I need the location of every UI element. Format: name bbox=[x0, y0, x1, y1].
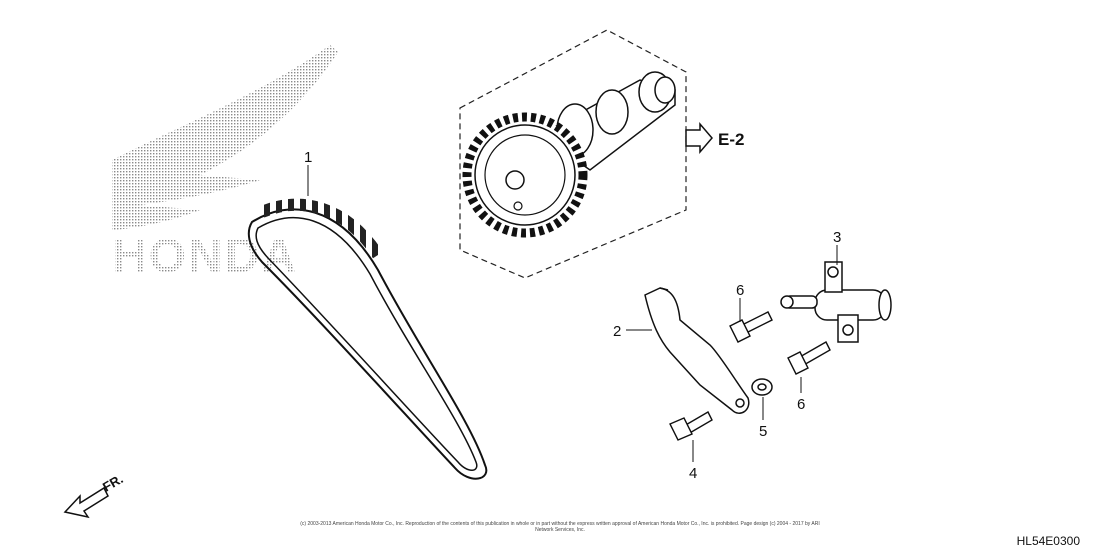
front-direction-indicator: FR. bbox=[63, 471, 126, 519]
cam-sprocket bbox=[462, 112, 588, 238]
diagram-code: HL54E0300 bbox=[1016, 534, 1080, 548]
front-arrow-icon bbox=[63, 486, 109, 519]
tensioner-lifter bbox=[780, 261, 892, 343]
callout-6-lower: 6 bbox=[797, 396, 805, 413]
callout-2: 2 bbox=[613, 323, 621, 340]
cam-chain bbox=[247, 198, 488, 480]
reference-arrow-icon bbox=[685, 121, 713, 155]
callout-3: 3 bbox=[833, 229, 841, 246]
bolt-6-upper bbox=[729, 311, 773, 343]
callout-5: 5 bbox=[759, 423, 767, 440]
honda-watermark-text: HONDA bbox=[112, 230, 298, 283]
tensioner-arm bbox=[644, 287, 750, 414]
callout-6-upper: 6 bbox=[736, 282, 744, 299]
leader-lines bbox=[307, 165, 838, 462]
copyright-notice: (c) 2003-2013 American Honda Motor Co., … bbox=[300, 521, 820, 533]
callout-4: 4 bbox=[689, 465, 697, 482]
callout-1: 1 bbox=[304, 149, 312, 166]
reference-e2: E-2 bbox=[685, 121, 744, 155]
bolt-6-lower bbox=[787, 341, 831, 375]
camshaft-group-outline bbox=[459, 29, 687, 279]
honda-wing-watermark: HONDA bbox=[112, 45, 338, 283]
washer-5 bbox=[751, 378, 773, 396]
reference-label: E-2 bbox=[718, 130, 744, 149]
bolt-4 bbox=[669, 411, 713, 441]
